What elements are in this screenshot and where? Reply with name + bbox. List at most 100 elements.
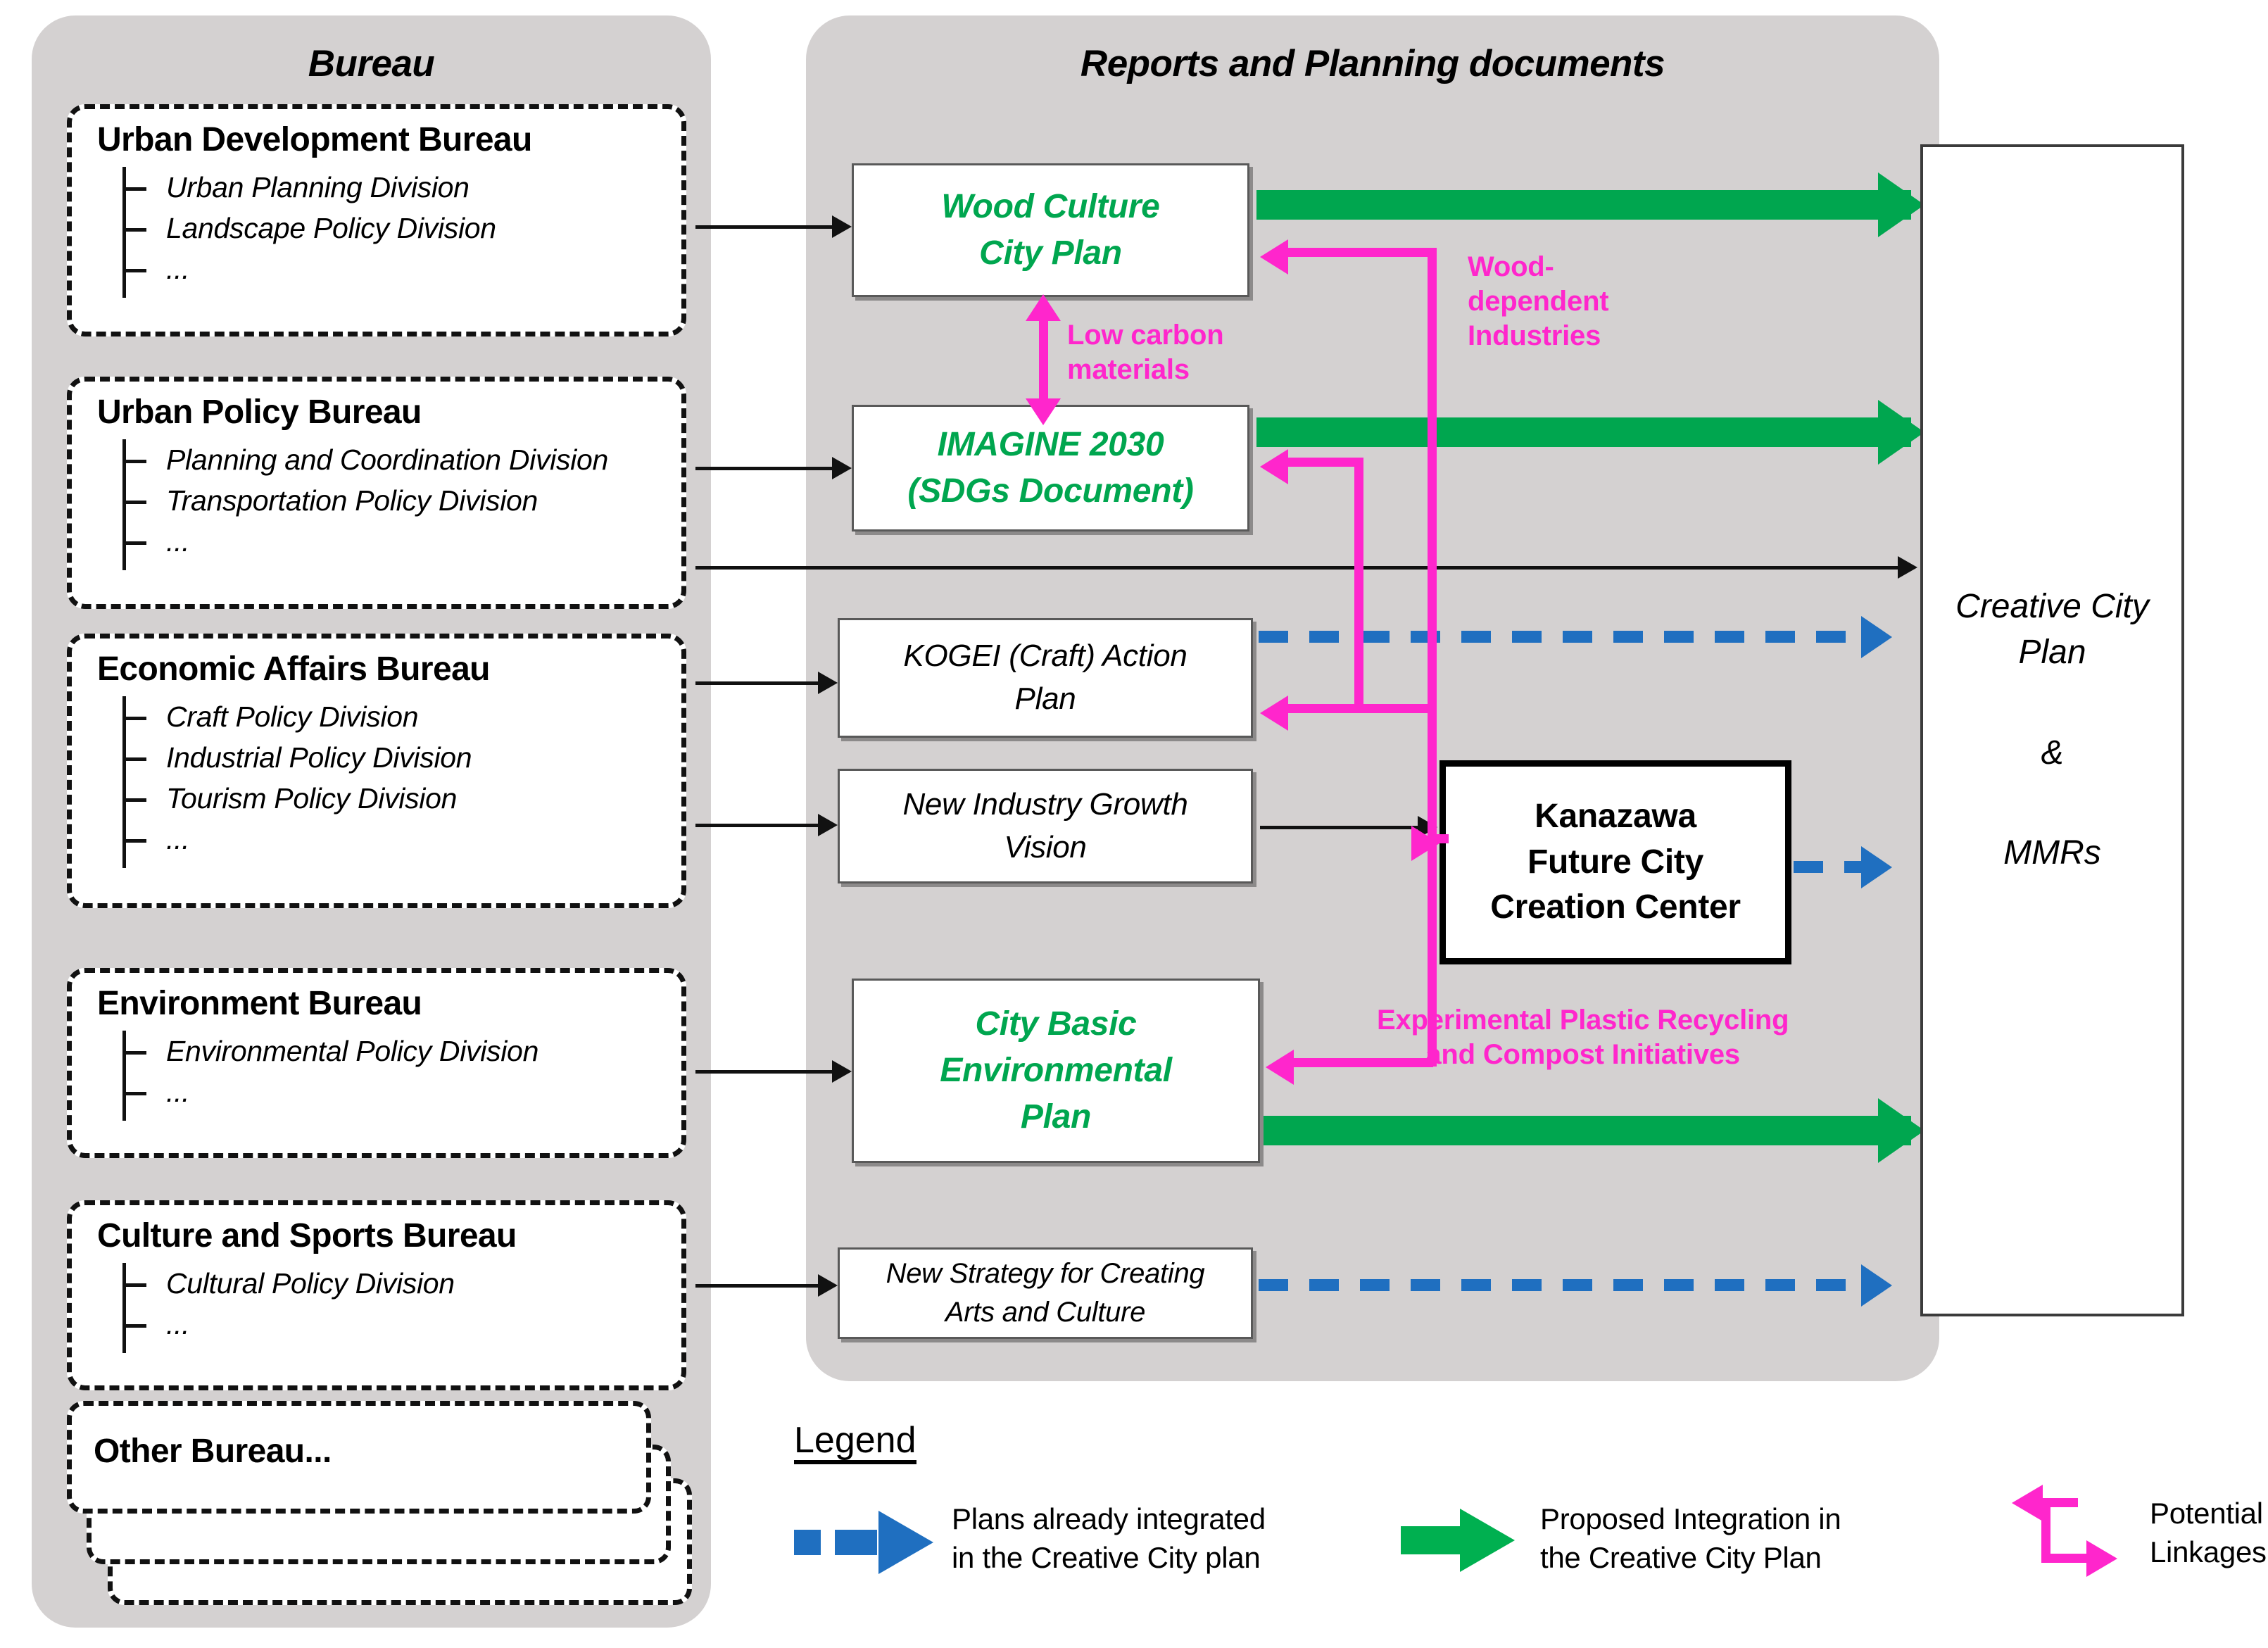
document-box-city-basic-environmental-plan[interactable]: City Basic Environmental Plan [852,979,1260,1163]
green-arrow-wood-culture-to-ccp [1256,190,1911,220]
bureau-name: Culture and Sports Bureau [97,1217,517,1254]
arrowhead-icon [832,457,852,479]
division-list: Environmental Policy Division ... [122,1031,686,1121]
magenta-link-low-carbon-materials [1039,315,1048,407]
document-box-new-strategy-arts-and-culture[interactable]: New Strategy for Creating Arts and Cultu… [838,1247,1253,1339]
green-arrow-imagine2030-to-ccp [1256,417,1911,447]
bureau-name: Environment Bureau [97,985,422,1022]
arrowhead-icon [1878,400,1924,465]
arrowhead-icon [1861,1264,1892,1307]
bureau-card-other[interactable]: Other Bureau... [67,1401,700,1612]
arrowhead-icon [818,814,838,836]
division-row: Urban Planning Division [122,167,686,208]
arrowhead-icon [1260,449,1288,484]
bureau-card-economic-affairs[interactable]: Economic Affairs Bureau Craft Policy Div… [67,634,686,908]
document-title: IMAGINE 2030 (SDGs Document) [907,425,1194,510]
ccp-mmrs: MMRs [2003,834,2101,872]
arrowhead-icon [1898,556,1917,579]
division-row: ... [122,1071,686,1112]
blue-dashed-arrow-kanazawa-to-ccp [1794,861,1867,873]
arrowhead-icon [1878,1098,1924,1163]
document-box-kogei-craft-action-plan[interactable]: KOGEI (Craft) Action Plan [838,618,1253,738]
division-list: Cultural Policy Division ... [122,1263,686,1353]
documents-panel-title: Reports and Planning documents [1080,43,1665,84]
bureau-card-culture-and-sports[interactable]: Culture and Sports Bureau Cultural Polic… [67,1200,686,1390]
magenta-link-wood-dependent-kogei [1287,704,1432,713]
document-title: KOGEI (Craft) Action Plan [903,639,1187,716]
blue-dashed-arrow-new-strategy-to-ccp [1259,1279,1864,1291]
magenta-link-imagine-kogei-vertical [1354,458,1363,704]
division-row: ... [122,249,686,289]
connector-economic-affairs-to-kogei [695,681,822,685]
ccp-title: Creative City Plan [1955,587,2149,671]
division-list: Craft Policy Division Industrial Policy … [122,696,686,868]
magenta-link-imagine-kogei-top [1287,458,1359,467]
bureau-name: Economic Affairs Bureau [97,650,490,688]
division-row: Cultural Policy Division [122,1263,686,1304]
arrowhead-icon [1266,1050,1294,1085]
connector-economic-affairs-to-new-industry [695,824,822,827]
arrowhead-icon [1878,172,1924,237]
magenta-link-wood-dependent-top [1287,248,1432,257]
bureau-panel-title: Bureau [308,43,435,84]
other-bureau-layer-front [67,1401,651,1514]
connector-environment-to-city-basic-env [695,1070,836,1074]
arrowhead-icon [1260,239,1288,275]
division-row: Craft Policy Division [122,696,686,737]
document-title: New Strategy for Creating Arts and Cultu… [886,1257,1205,1328]
blue-dashed-arrow-kogei-to-ccp [1259,631,1864,643]
bureau-card-environment[interactable]: Environment Bureau Environmental Policy … [67,968,686,1158]
division-row: Environmental Policy Division [122,1031,686,1071]
document-title: City Basic Environmental Plan [940,1005,1172,1136]
arrowhead-icon [1026,294,1061,321]
division-row: ... [122,1304,686,1345]
arrowhead-icon [818,1274,838,1297]
legend-title: Legend [794,1422,916,1464]
bureau-name: Urban Development Bureau [97,121,532,158]
document-box-wood-culture-city-plan[interactable]: Wood Culture City Plan [852,163,1249,297]
arrowhead-icon [1861,846,1892,888]
connector-new-industry-to-kanazawa [1260,826,1422,829]
bureau-card-urban-policy[interactable]: Urban Policy Bureau Planning and Coordin… [67,377,686,609]
document-box-kanazawa-future-city-creation-center[interactable]: Kanazawa Future City Creation Center [1439,760,1791,964]
magenta-zigzag-arrow-icon [1985,1485,2133,1578]
arrowhead-icon [1026,398,1061,425]
arrowhead-icon [832,1060,852,1083]
connector-urban-policy-to-creative-city-plan [695,566,1901,570]
division-row: Transportation Policy Division [122,480,686,521]
document-box-imagine-2030[interactable]: IMAGINE 2030 (SDGs Document) [852,405,1249,531]
arrowhead-icon [832,215,852,238]
magenta-link-wood-dependent-vertical [1428,248,1437,952]
division-row: Industrial Policy Division [122,737,686,778]
document-box-new-industry-growth-vision[interactable]: New Industry Growth Vision [838,769,1253,883]
green-arrow-icon [1401,1507,1519,1573]
bureau-name: Urban Policy Bureau [97,394,422,431]
other-bureau-label: Other Bureau... [94,1433,332,1470]
document-title: New Industry Growth Vision [902,786,1188,864]
magenta-link-plastic-recycling-vertical [1428,834,1437,1067]
division-list: Planning and Coordination Division Trans… [122,439,686,570]
connector-culture-to-new-strategy [695,1284,822,1288]
bureau-card-urban-development[interactable]: Urban Development Bureau Urban Planning … [67,104,686,336]
arrowhead-icon [1861,616,1892,658]
division-row: Tourism Policy Division [122,778,686,819]
arrowhead-icon [818,672,838,694]
division-row: Landscape Policy Division [122,208,686,249]
division-list: Urban Planning Division Landscape Policy… [122,167,686,298]
document-title: Wood Culture City Plan [941,187,1160,272]
creative-city-plan-box[interactable]: Creative City Plan & MMRs [1920,144,2184,1316]
document-title: Kanazawa Future City Creation Center [1490,797,1741,926]
division-row: ... [122,819,686,860]
connector-urban-development-to-wood-culture [695,225,836,229]
blue-dashed-arrow-icon [794,1507,935,1575]
